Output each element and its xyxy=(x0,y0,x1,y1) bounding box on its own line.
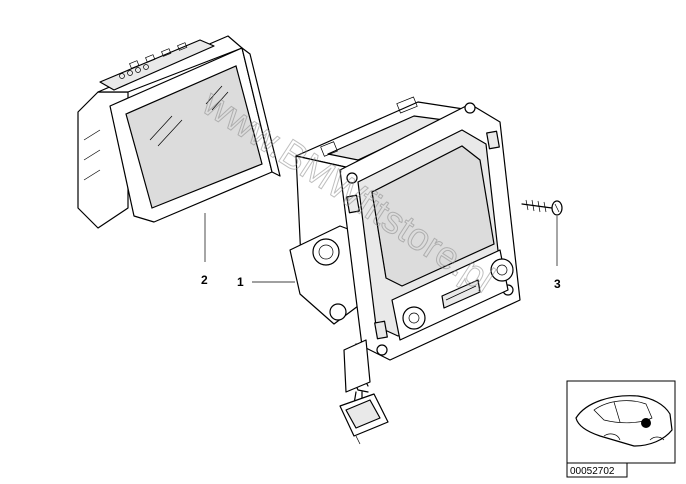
display-module-icon[interactable] xyxy=(77,35,281,229)
car-location-panel: 00052702 xyxy=(566,380,676,478)
callout-label-1: 1 xyxy=(237,275,244,289)
callout-label-3: 3 xyxy=(554,277,561,291)
reference-number: 00052702 xyxy=(570,466,615,477)
car-silhouette-icon xyxy=(575,395,673,447)
monitor-with-bracket-icon[interactable] xyxy=(289,96,521,445)
screw-icon[interactable] xyxy=(521,199,563,216)
callout-label-2: 2 xyxy=(201,273,208,287)
